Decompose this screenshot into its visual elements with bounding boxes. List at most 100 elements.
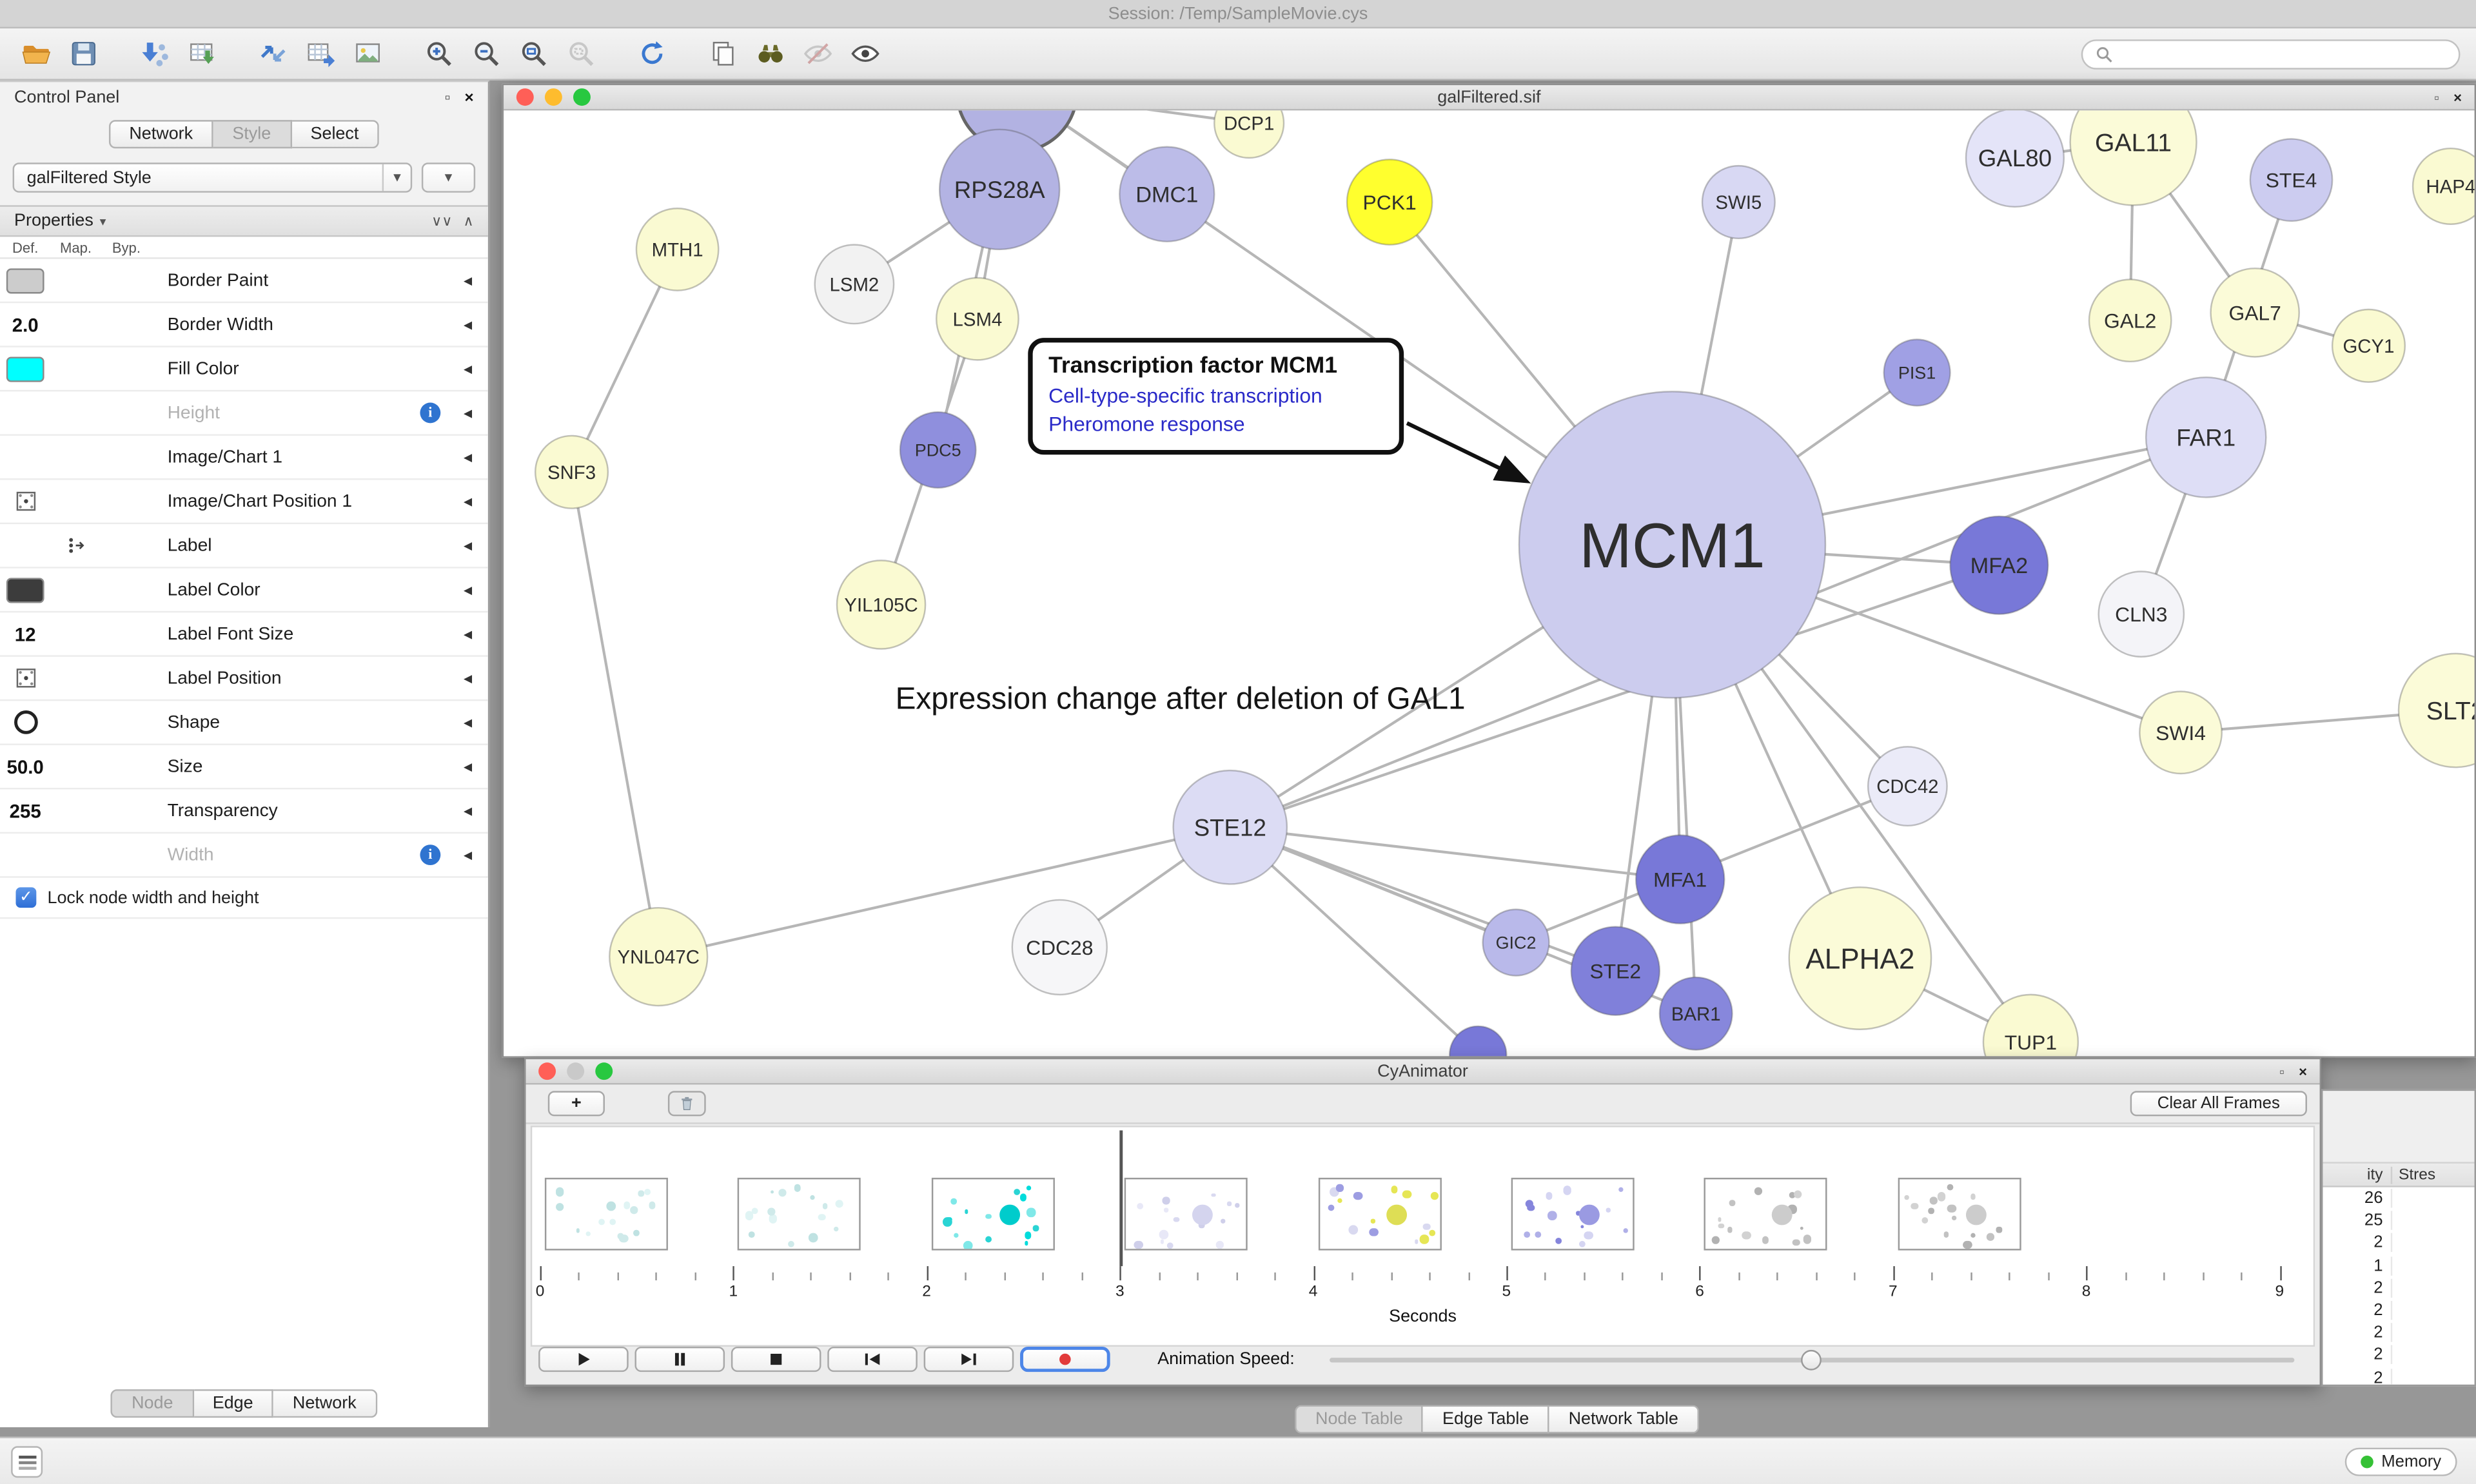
network-node-snf3[interactable]: SNF3 xyxy=(535,436,608,509)
row-collapse-arrow-icon[interactable]: ◀ xyxy=(464,672,472,685)
row-collapse-arrow-icon[interactable]: ◀ xyxy=(464,495,472,508)
default-cell[interactable] xyxy=(0,710,50,734)
network-edge[interactable] xyxy=(572,472,659,957)
table-row[interactable]: 25 xyxy=(2323,1209,2474,1232)
float-window-icon[interactable]: ▫ xyxy=(2279,1063,2284,1079)
property-row-fill-color[interactable]: Fill Color◀ xyxy=(0,347,488,392)
zoom-out-icon[interactable] xyxy=(467,35,506,73)
table-row[interactable]: 2 xyxy=(2323,1367,2474,1387)
table-row[interactable]: 2 xyxy=(2323,1299,2474,1322)
import-network-icon[interactable] xyxy=(136,35,174,73)
tab-style[interactable]: Style xyxy=(213,120,291,148)
stop-button[interactable] xyxy=(731,1347,821,1372)
network-node-far1[interactable]: FAR1 xyxy=(2146,377,2266,497)
network-node-lsm4[interactable]: LSM4 xyxy=(936,278,1018,360)
network-node-cln3[interactable]: CLN3 xyxy=(2099,572,2184,657)
animation-timeline[interactable]: Seconds 0123456789 xyxy=(531,1126,2315,1347)
frame-thumbnail-6[interactable] xyxy=(1704,1178,1827,1251)
animation-speed-slider[interactable] xyxy=(1330,1347,2295,1372)
default-cell[interactable] xyxy=(0,491,50,512)
next-button[interactable] xyxy=(924,1347,1014,1372)
table-row[interactable]: 1 xyxy=(2323,1255,2474,1277)
export-table-icon[interactable] xyxy=(302,35,340,73)
column-header-connectivity[interactable]: ity xyxy=(2323,1166,2392,1184)
network-node-rps28a[interactable]: RPS28A xyxy=(939,130,1059,249)
frame-thumbnail-2[interactable] xyxy=(931,1178,1054,1251)
delete-frame-button[interactable] xyxy=(668,1091,706,1116)
info-icon[interactable]: i xyxy=(420,845,440,865)
network-node-yil105c[interactable]: YIL105C xyxy=(837,560,925,649)
default-cell[interactable]: 2.0 xyxy=(0,313,50,335)
timeline-playhead[interactable] xyxy=(1120,1130,1123,1266)
zoom-window-icon[interactable] xyxy=(595,1062,613,1080)
float-panel-icon[interactable]: ▫ xyxy=(445,89,451,106)
row-collapse-arrow-icon[interactable]: ◀ xyxy=(464,318,472,331)
zoom-in-icon[interactable] xyxy=(420,35,458,73)
default-cell[interactable]: 50.0 xyxy=(0,756,50,777)
frame-thumbnail-7[interactable] xyxy=(1898,1178,2021,1251)
property-row-size[interactable]: 50.0Size◀ xyxy=(0,745,488,790)
network-node-ynl047c[interactable]: YNL047C xyxy=(609,908,707,1006)
zoom-fit-icon[interactable] xyxy=(515,35,553,73)
network-node-gic2[interactable]: GIC2 xyxy=(1483,910,1549,976)
hide-selected-icon[interactable] xyxy=(799,35,837,73)
search-input[interactable] xyxy=(2121,45,2446,64)
network-node-pdc5[interactable]: PDC5 xyxy=(900,412,976,488)
close-window-icon[interactable] xyxy=(538,1062,556,1080)
property-row-label-font-size[interactable]: 12Label Font Size◀ xyxy=(0,612,488,657)
expand-all-icon[interactable]: ∨∨ xyxy=(431,212,452,228)
network-node-pis1[interactable]: PIS1 xyxy=(1884,340,1950,406)
close-panel-icon[interactable]: × xyxy=(464,89,473,106)
annotation-link[interactable]: Cell-type-specific transcription xyxy=(1048,384,1383,407)
default-cell[interactable] xyxy=(0,268,50,293)
property-row-label-color[interactable]: Label Color◀ xyxy=(0,569,488,613)
default-cell[interactable]: 255 xyxy=(0,799,50,821)
network-node-dmc1[interactable]: DMC1 xyxy=(1119,147,1214,242)
apply-layout-icon[interactable] xyxy=(633,35,671,73)
row-collapse-arrow-icon[interactable]: ◀ xyxy=(464,760,472,773)
collapse-all-icon[interactable]: ∧ xyxy=(464,212,474,228)
table-row[interactable]: 2 xyxy=(2323,1344,2474,1367)
network-node-lsm2[interactable]: LSM2 xyxy=(815,245,894,324)
mcm1-annotation[interactable]: Transcription factor MCM1 Cell-type-spec… xyxy=(1028,338,1404,454)
tab-network-table[interactable]: Network Table xyxy=(1549,1405,1698,1434)
network-snapshot-icon[interactable] xyxy=(704,35,742,73)
network-node-mth1[interactable]: MTH1 xyxy=(636,208,718,290)
frame-thumbnail-4[interactable] xyxy=(1318,1178,1441,1251)
default-cell[interactable] xyxy=(0,577,50,602)
property-row-image-chart-position-1[interactable]: Image/Chart Position 1◀ xyxy=(0,480,488,524)
property-row-border-width[interactable]: 2.0Border Width◀ xyxy=(0,303,488,347)
float-window-icon[interactable]: ▫ xyxy=(2434,89,2439,104)
memory-button[interactable]: Memory xyxy=(2345,1448,2457,1476)
network-edge[interactable] xyxy=(658,827,1230,957)
row-collapse-arrow-icon[interactable]: ◀ xyxy=(464,274,472,287)
annotation-link[interactable]: Pheromone response xyxy=(1048,412,1383,436)
default-cell[interactable] xyxy=(0,668,50,688)
tab-select[interactable]: Select xyxy=(291,120,379,148)
row-collapse-arrow-icon[interactable]: ◀ xyxy=(464,716,472,729)
tab-node-table[interactable]: Node Table xyxy=(1295,1405,1423,1434)
frame-thumbnail-3[interactable] xyxy=(1125,1178,1248,1251)
row-collapse-arrow-icon[interactable]: ◀ xyxy=(464,583,472,596)
network-node-cdc28[interactable]: CDC28 xyxy=(1012,900,1107,995)
network-node-gal2[interactable]: GAL2 xyxy=(2089,279,2171,361)
tab-node[interactable]: Node xyxy=(111,1389,193,1418)
network-node-mcm1[interactable]: MCM1 xyxy=(1519,391,1825,698)
row-collapse-arrow-icon[interactable]: ◀ xyxy=(464,627,472,640)
save-session-icon[interactable] xyxy=(64,35,103,73)
network-node-alpha2[interactable]: ALPHA2 xyxy=(1789,887,1931,1029)
info-icon[interactable]: i xyxy=(420,402,440,423)
frame-thumbnail-5[interactable] xyxy=(1511,1178,1635,1251)
tab-edge[interactable]: Edge xyxy=(193,1389,273,1418)
property-row-image-chart-1[interactable]: Image/Chart 1◀ xyxy=(0,436,488,480)
open-session-icon[interactable] xyxy=(17,35,55,73)
property-row-label-position[interactable]: Label Position◀ xyxy=(0,657,488,701)
property-row-transparency[interactable]: 255Transparency◀ xyxy=(0,789,488,834)
console-button[interactable] xyxy=(11,1446,43,1478)
row-collapse-arrow-icon[interactable]: ◀ xyxy=(464,848,472,861)
tab-network[interactable]: Network xyxy=(108,120,213,148)
zoom-selected-icon[interactable] xyxy=(562,35,600,73)
minimize-window-icon[interactable] xyxy=(567,1062,584,1080)
add-frame-button[interactable]: + xyxy=(548,1091,605,1116)
export-network-icon[interactable] xyxy=(254,35,292,73)
